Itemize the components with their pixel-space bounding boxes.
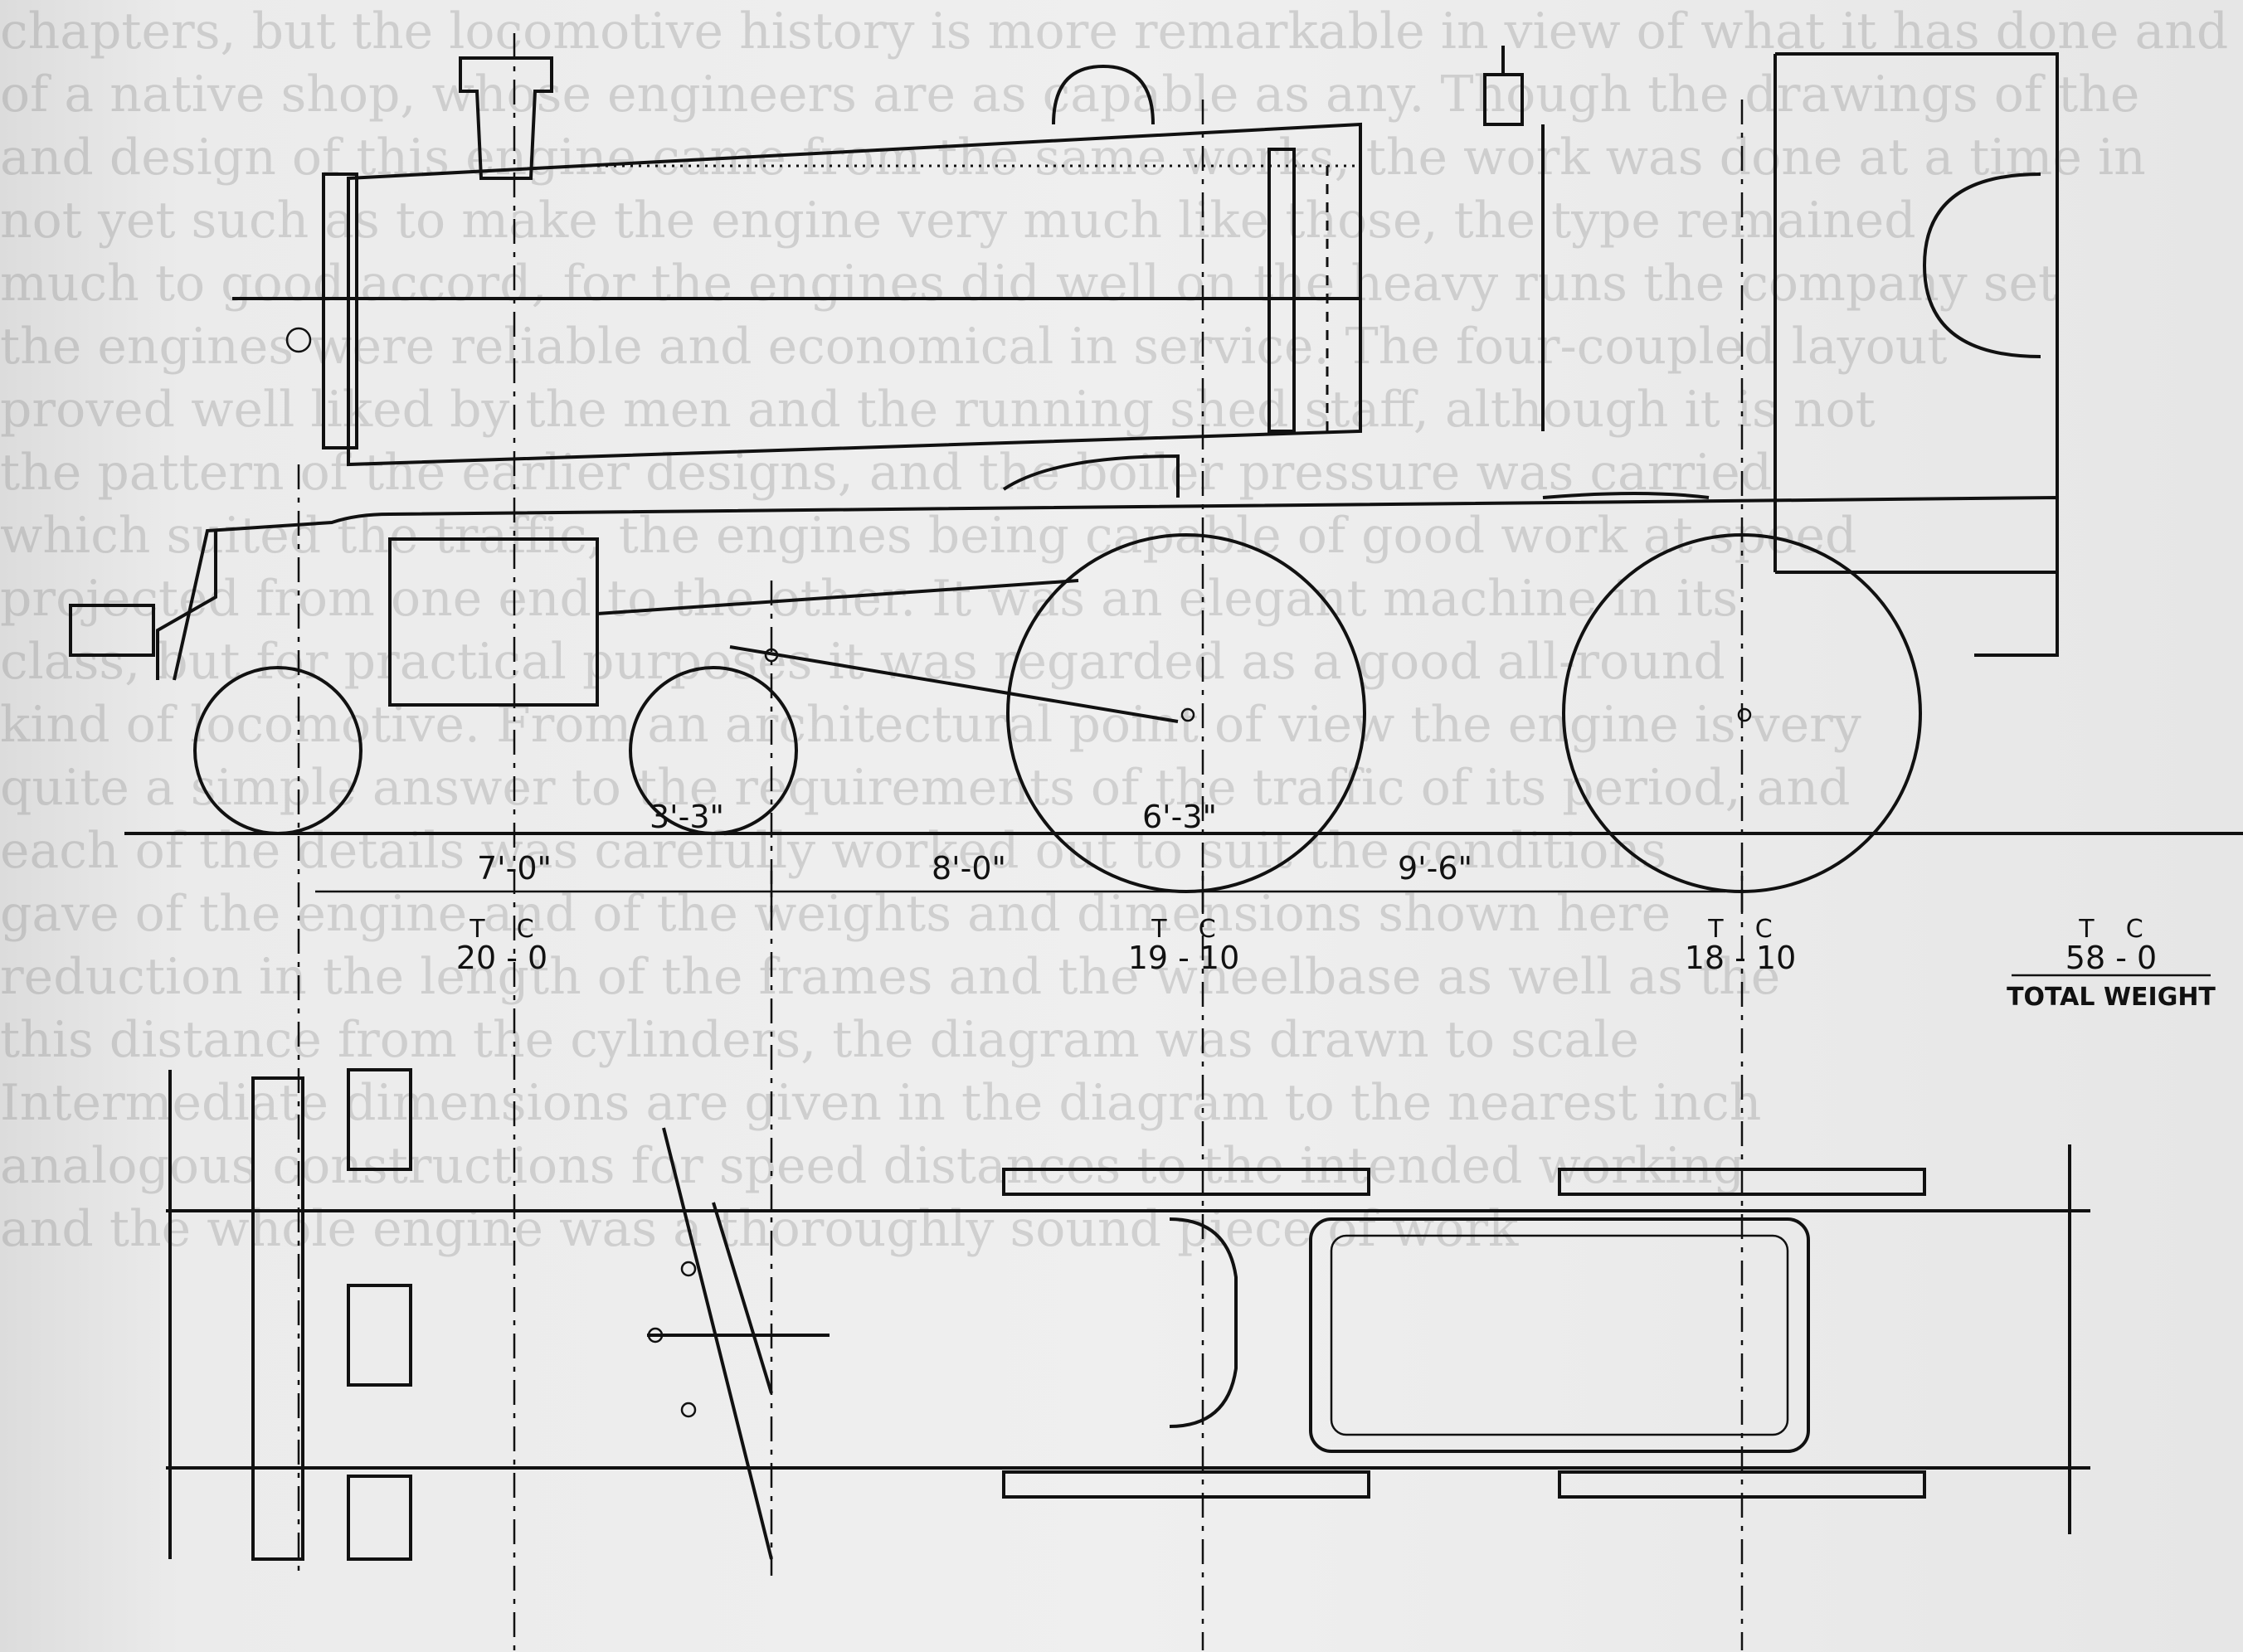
plan-view [166,1068,2090,1561]
wheelbase-3-label: 9'-6" [1398,850,1472,887]
trailing-wheel-plan-lower [1558,1470,1926,1499]
buffer-beam [156,531,217,680]
trailing-crankpin [1737,707,1752,722]
driving-wheel-plan-upper [1002,1168,1370,1196]
crank-axle [1169,1217,1238,1428]
driving-crankpin [1180,707,1195,722]
buffer-plan-middle [347,1284,412,1387]
axle-3-weight: 18 - 10 [1685,940,1797,976]
cab-spectacle [1922,172,2041,358]
boiler-barrel [347,122,1362,467]
safety-valve [1483,73,1524,126]
splasher-trailing [1542,492,1710,499]
wheelbase-1-label: 7'-0" [477,850,552,887]
gear-pivot-2 [680,1402,697,1418]
driving-wheel [1006,533,1366,893]
axle-2-weight: 19 - 10 [1128,940,1240,976]
bogie-wheel-front [193,666,362,835]
wheel-leading-label: 3'-3" [650,799,724,835]
valve-gear-link-1 [662,1127,773,1560]
firebox-plan [1309,1217,1810,1453]
trailing-wheel-plan-upper [1558,1168,1926,1196]
buffer-plan-lower [347,1475,412,1561]
splasher-driving [1002,454,1180,498]
axle-2-units: T C [1151,915,1215,944]
buffer-plan-upper [347,1068,412,1171]
bogie-pivot [764,648,779,663]
gear-pivot-1 [680,1261,697,1277]
wheel-driving-label: 6'-3" [1142,799,1217,835]
dimension-labels: 3'-3" 6'-3" 7'-0" 8'-0" 9'-6" [477,799,1472,887]
chimney [459,56,553,180]
connecting-rod [729,645,1179,723]
cylinder [388,537,599,707]
weight-labels: T C 20 - 0 T C 19 - 10 T C 18 - 10 T C 5… [456,915,2216,1012]
wheelbase-2-label: 8'-0" [932,850,1006,887]
cab-outline [1775,52,2059,574]
firebox-plan-inner [1330,1234,1789,1436]
dome [1052,64,1155,125]
axle-3-units: T C [1707,915,1772,944]
front-buffer [69,604,155,657]
total-weight-label: TOTAL WEIGHT [2007,983,2216,1012]
gear-pivot-3 [647,1327,664,1343]
total-units: T C [2078,915,2143,944]
front-frame-stay [251,1076,304,1561]
valve-gear-link-2 [712,1202,773,1394]
axle-1-units: T C [469,915,533,944]
side-elevation [69,33,2243,1650]
driving-wheel-plan-lower [1002,1470,1370,1499]
firebox-front [1267,148,1296,433]
valve-rod [596,579,1079,615]
bogie-wheel-rear [629,666,798,835]
axle-1-weight: 20 - 0 [456,940,547,976]
total-weight-value: 58 - 0 [2065,940,2157,976]
running-plate [173,495,2059,681]
smokebox-door [322,172,358,449]
smokebox-handle [285,327,312,353]
